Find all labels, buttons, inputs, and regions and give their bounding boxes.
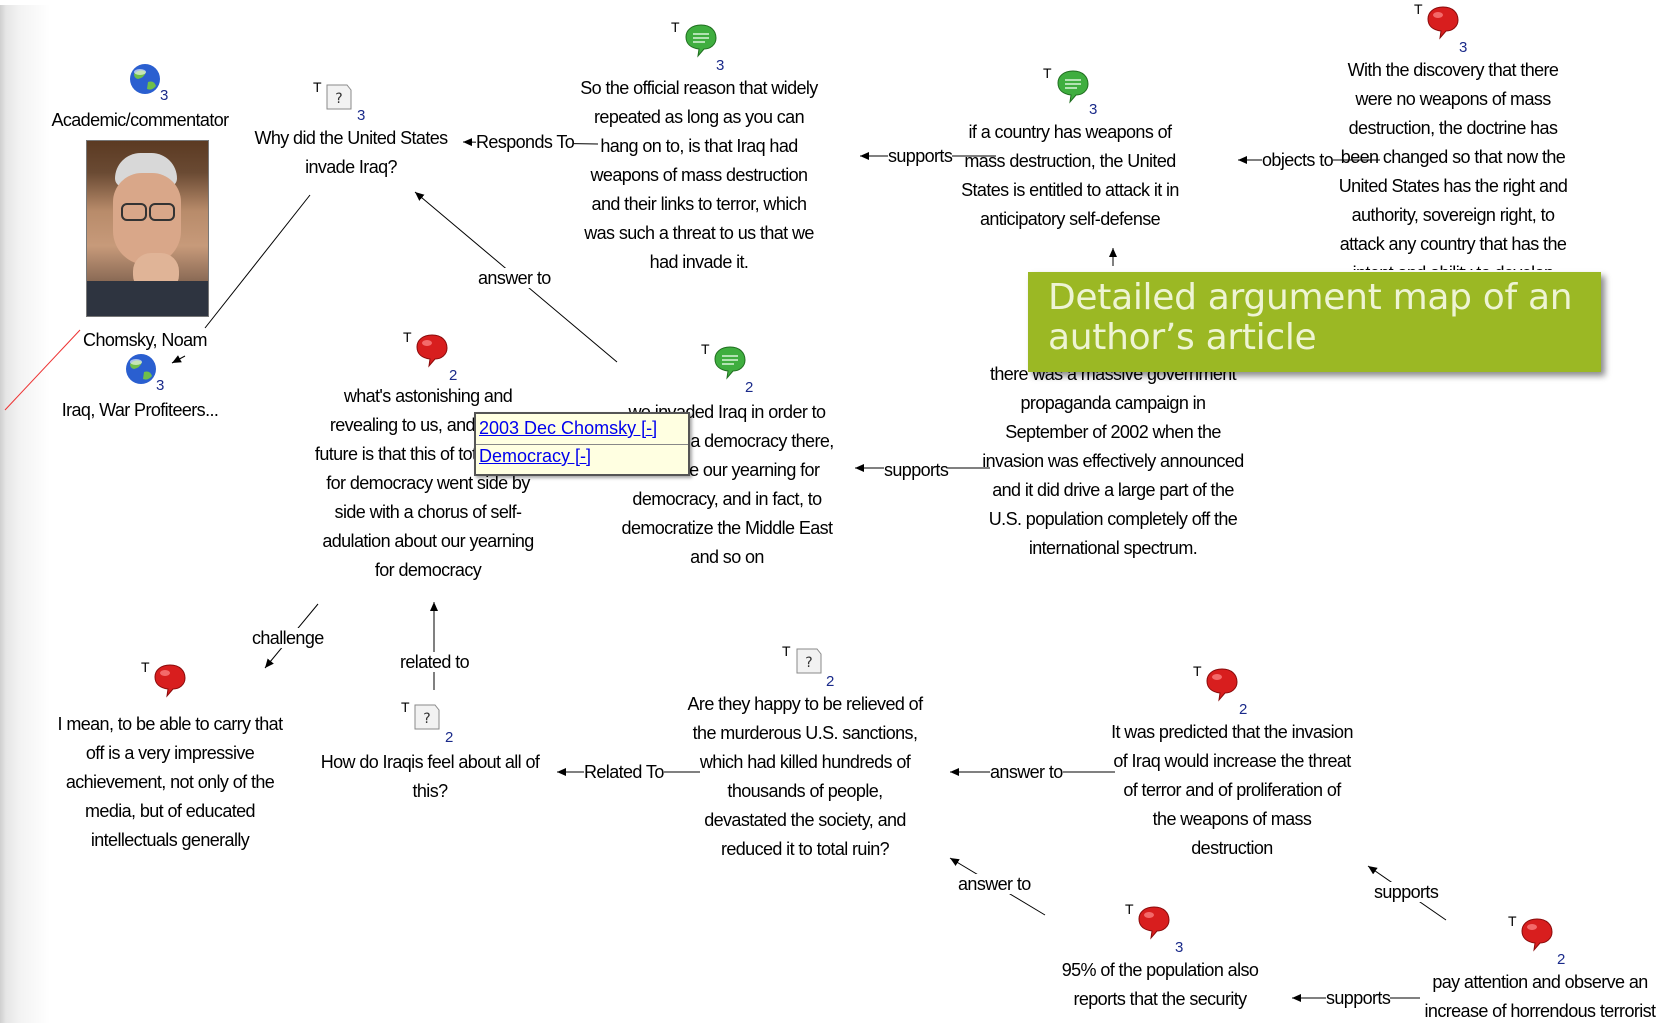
red-speech-icon [1138, 906, 1170, 940]
node-academic-text: Academic/commentator [51, 110, 229, 130]
node-population[interactable]: 95% of the population also reports that … [1050, 956, 1270, 1023]
green-speech-icon [714, 346, 746, 380]
count-democracy: 2 [745, 379, 754, 396]
count-population: 3 [1175, 939, 1184, 956]
node-predicted-text: It was predicted that the invasion of Ir… [1111, 722, 1353, 858]
t-marker: T [401, 699, 410, 715]
count-sanctions: 2 [826, 673, 835, 690]
count-academic: 3 [160, 87, 169, 104]
t-marker: T [1193, 663, 1202, 679]
window-top-edge [0, 0, 1672, 5]
red-speech-icon [1427, 6, 1459, 40]
count-predicted: 2 [1239, 701, 1248, 718]
title-banner: Detailed argument map of an author’s art… [1028, 272, 1601, 372]
red-speech-icon [416, 334, 448, 368]
green-speech-icon [1057, 70, 1089, 104]
t-marker: T [141, 659, 150, 675]
node-impressive-text: I mean, to be able to carry that off is … [57, 714, 284, 850]
link-popup: 2003 Dec Chomsky [-] Democracy [-] [474, 412, 690, 476]
link-label-answerto3: answer to [958, 874, 1031, 894]
node-sanctions[interactable]: Are they happy to be relieved of the mur… [685, 690, 925, 864]
node-attention-text: pay attention and observe an increase of… [1424, 972, 1657, 1021]
node-propaganda[interactable]: there was a massive government propagand… [978, 360, 1248, 620]
link-label-relatedto1: related to [400, 652, 470, 672]
node-sanctions-text: Are they happy to be relieved of the mur… [687, 694, 924, 859]
count-attention: 2 [1557, 951, 1566, 968]
link-label-answerto1: answer to [478, 268, 551, 288]
red-speech-icon [1206, 668, 1238, 702]
globe-icon [130, 64, 160, 94]
t-marker: T [1414, 1, 1423, 17]
question-icon: ? [414, 704, 440, 730]
green-speech-icon [685, 24, 717, 58]
node-iraqis[interactable]: How do Iraqis feel about all of this? [314, 748, 546, 806]
node-impressive[interactable]: I mean, to be able to carry that off is … [50, 710, 290, 855]
svg-text:?: ? [335, 91, 342, 107]
count-iraqis: 2 [445, 729, 454, 746]
red-speech-icon [1521, 918, 1553, 952]
t-marker: T [1508, 913, 1517, 929]
node-propaganda-text: there was a massive government propagand… [982, 364, 1244, 558]
t-marker: T [782, 643, 791, 659]
t-marker: T [403, 329, 412, 345]
node-population-text: 95% of the population also reports that … [1061, 960, 1259, 1009]
red-speech-icon [154, 664, 186, 698]
banner-text: Detailed argument map of an author’s art… [1048, 277, 1573, 358]
globe-icon [126, 354, 156, 384]
t-marker: T [701, 341, 710, 357]
link-label-challenge: challenge [252, 628, 324, 648]
t-marker: T [671, 19, 680, 35]
link-chomsky-iraqwar [171, 355, 186, 364]
popup-link-democracy[interactable]: Democracy [-] [479, 446, 592, 466]
link-label-supports1: supports [888, 146, 953, 166]
node-ifcountry[interactable]: if a country has weapons of mass destruc… [960, 118, 1180, 234]
node-official[interactable]: So the official reason that widely repea… [580, 74, 818, 277]
count-why: 3 [357, 107, 366, 124]
link-label-relatedto2: Related To [584, 762, 664, 782]
svg-text:?: ? [805, 655, 812, 671]
svg-text:?: ? [423, 711, 430, 727]
node-discovery-text: With the discovery that there were no we… [1338, 60, 1568, 270]
link-label-respondsto: Responds To [476, 132, 575, 152]
t-marker: T [313, 79, 322, 95]
count-iraqwar: 3 [156, 377, 165, 394]
question-icon: ? [796, 648, 822, 674]
node-official-text: So the official reason that widely repea… [580, 78, 818, 272]
node-chomsky[interactable]: Chomsky, Noam [60, 326, 230, 355]
red-selection-line [4, 329, 81, 411]
person-photo[interactable] [86, 140, 209, 317]
node-why-text: Why did the United States invade Iraq? [254, 128, 448, 177]
count-ifcountry: 3 [1089, 101, 1098, 118]
link-label-supports4: supports [1326, 988, 1391, 1008]
popup-link-chomsky[interactable]: 2003 Dec Chomsky [-] [479, 418, 658, 438]
count-official: 3 [716, 57, 725, 74]
node-iraqwar[interactable]: Iraq, War Profiteers... [40, 396, 240, 425]
node-academic[interactable]: Academic/commentator [40, 106, 240, 135]
node-why[interactable]: Why did the United States invade Iraq? [235, 124, 467, 182]
node-attention[interactable]: pay attention and observe an increase of… [1420, 968, 1660, 1023]
link-label-supports2: supports [884, 460, 949, 480]
count-astonishing: 2 [449, 367, 458, 384]
link-why-chomsky [204, 194, 311, 329]
question-icon: ? [326, 84, 352, 110]
window-left-edge [0, 0, 50, 1023]
node-discovery[interactable]: With the discovery that there were no we… [1330, 56, 1576, 270]
node-predicted[interactable]: It was predicted that the invasion of Ir… [1110, 718, 1354, 863]
link-label-answerto2: answer to [990, 762, 1063, 782]
node-iraqwar-text: Iraq, War Profiteers... [61, 400, 219, 420]
t-marker: T [1043, 65, 1052, 81]
link-label-supports3: supports [1374, 882, 1439, 902]
t-marker: T [1125, 901, 1134, 917]
node-iraqis-text: How do Iraqis feel about all of this? [320, 752, 540, 801]
node-chomsky-text: Chomsky, Noam [83, 330, 208, 350]
link-label-objectsto: objects to [1262, 150, 1334, 170]
node-ifcountry-text: if a country has weapons of mass destruc… [961, 122, 1179, 229]
count-discovery: 3 [1459, 39, 1468, 56]
